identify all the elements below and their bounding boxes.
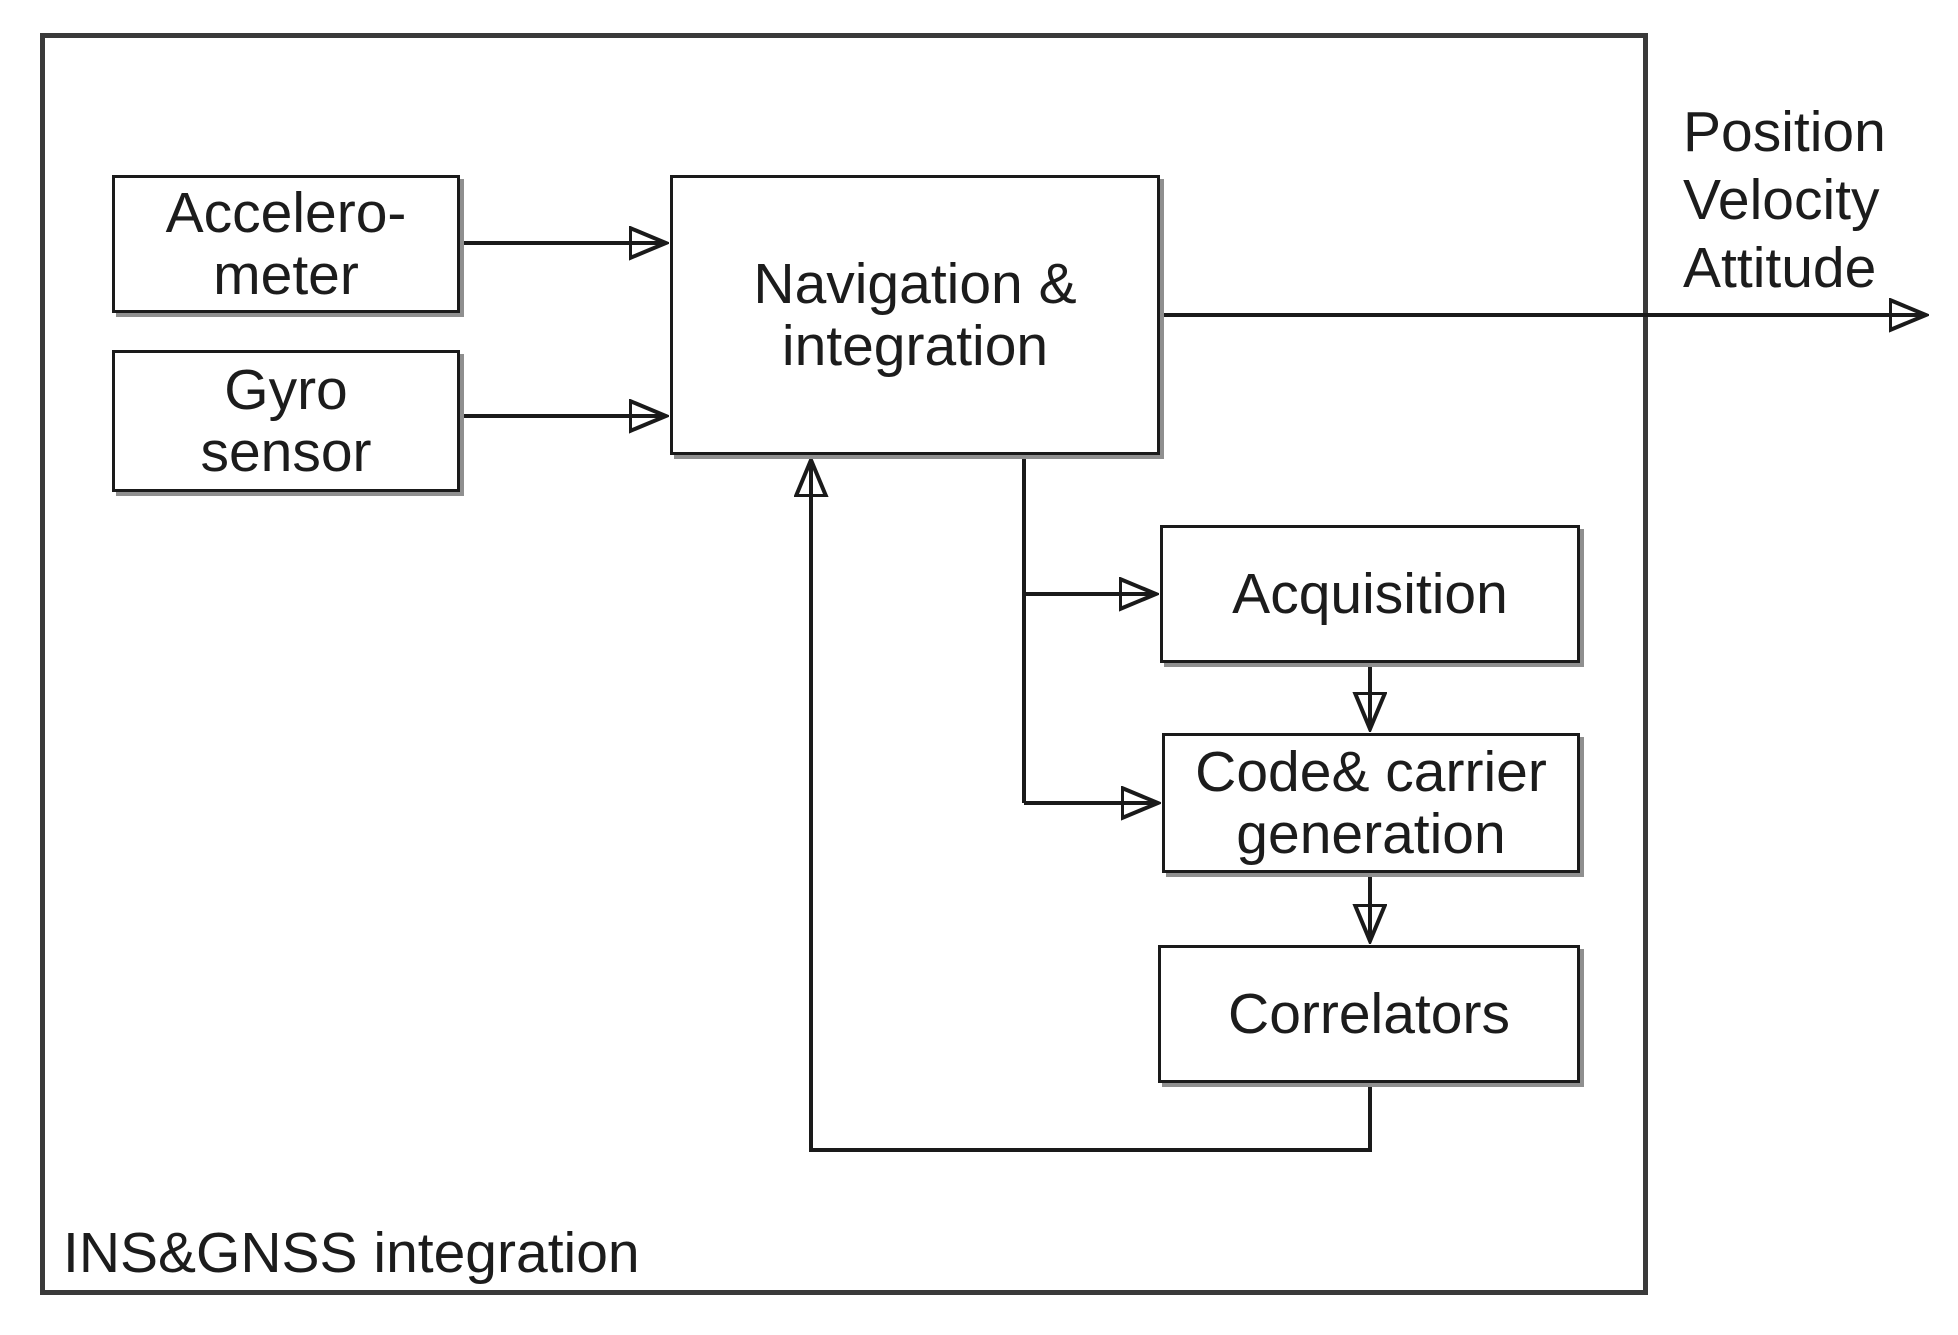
- node-accelerometer: Accelero- meter: [112, 175, 460, 313]
- node-code-carrier-generation: Code& carrier generation: [1162, 733, 1580, 873]
- node-correlators: Correlators: [1158, 945, 1580, 1083]
- output-label: Position Velocity Attitude: [1683, 100, 1886, 300]
- node-navigation-integration-label: Navigation & integration: [753, 252, 1077, 378]
- ins-gnss-boundary-box: [40, 33, 1648, 1295]
- node-accelerometer-label: Accelero- meter: [165, 181, 407, 307]
- node-correlators-label: Correlators: [1228, 982, 1510, 1046]
- node-gyro-sensor-label: Gyro sensor: [200, 358, 372, 484]
- node-navigation-integration: Navigation & integration: [670, 175, 1160, 455]
- node-acquisition: Acquisition: [1160, 525, 1580, 663]
- node-gyro-sensor: Gyro sensor: [112, 350, 460, 492]
- node-code-carrier-generation-label: Code& carrier generation: [1195, 740, 1547, 866]
- node-acquisition-label: Acquisition: [1232, 562, 1508, 626]
- boundary-label: INS&GNSS integration: [63, 1221, 640, 1285]
